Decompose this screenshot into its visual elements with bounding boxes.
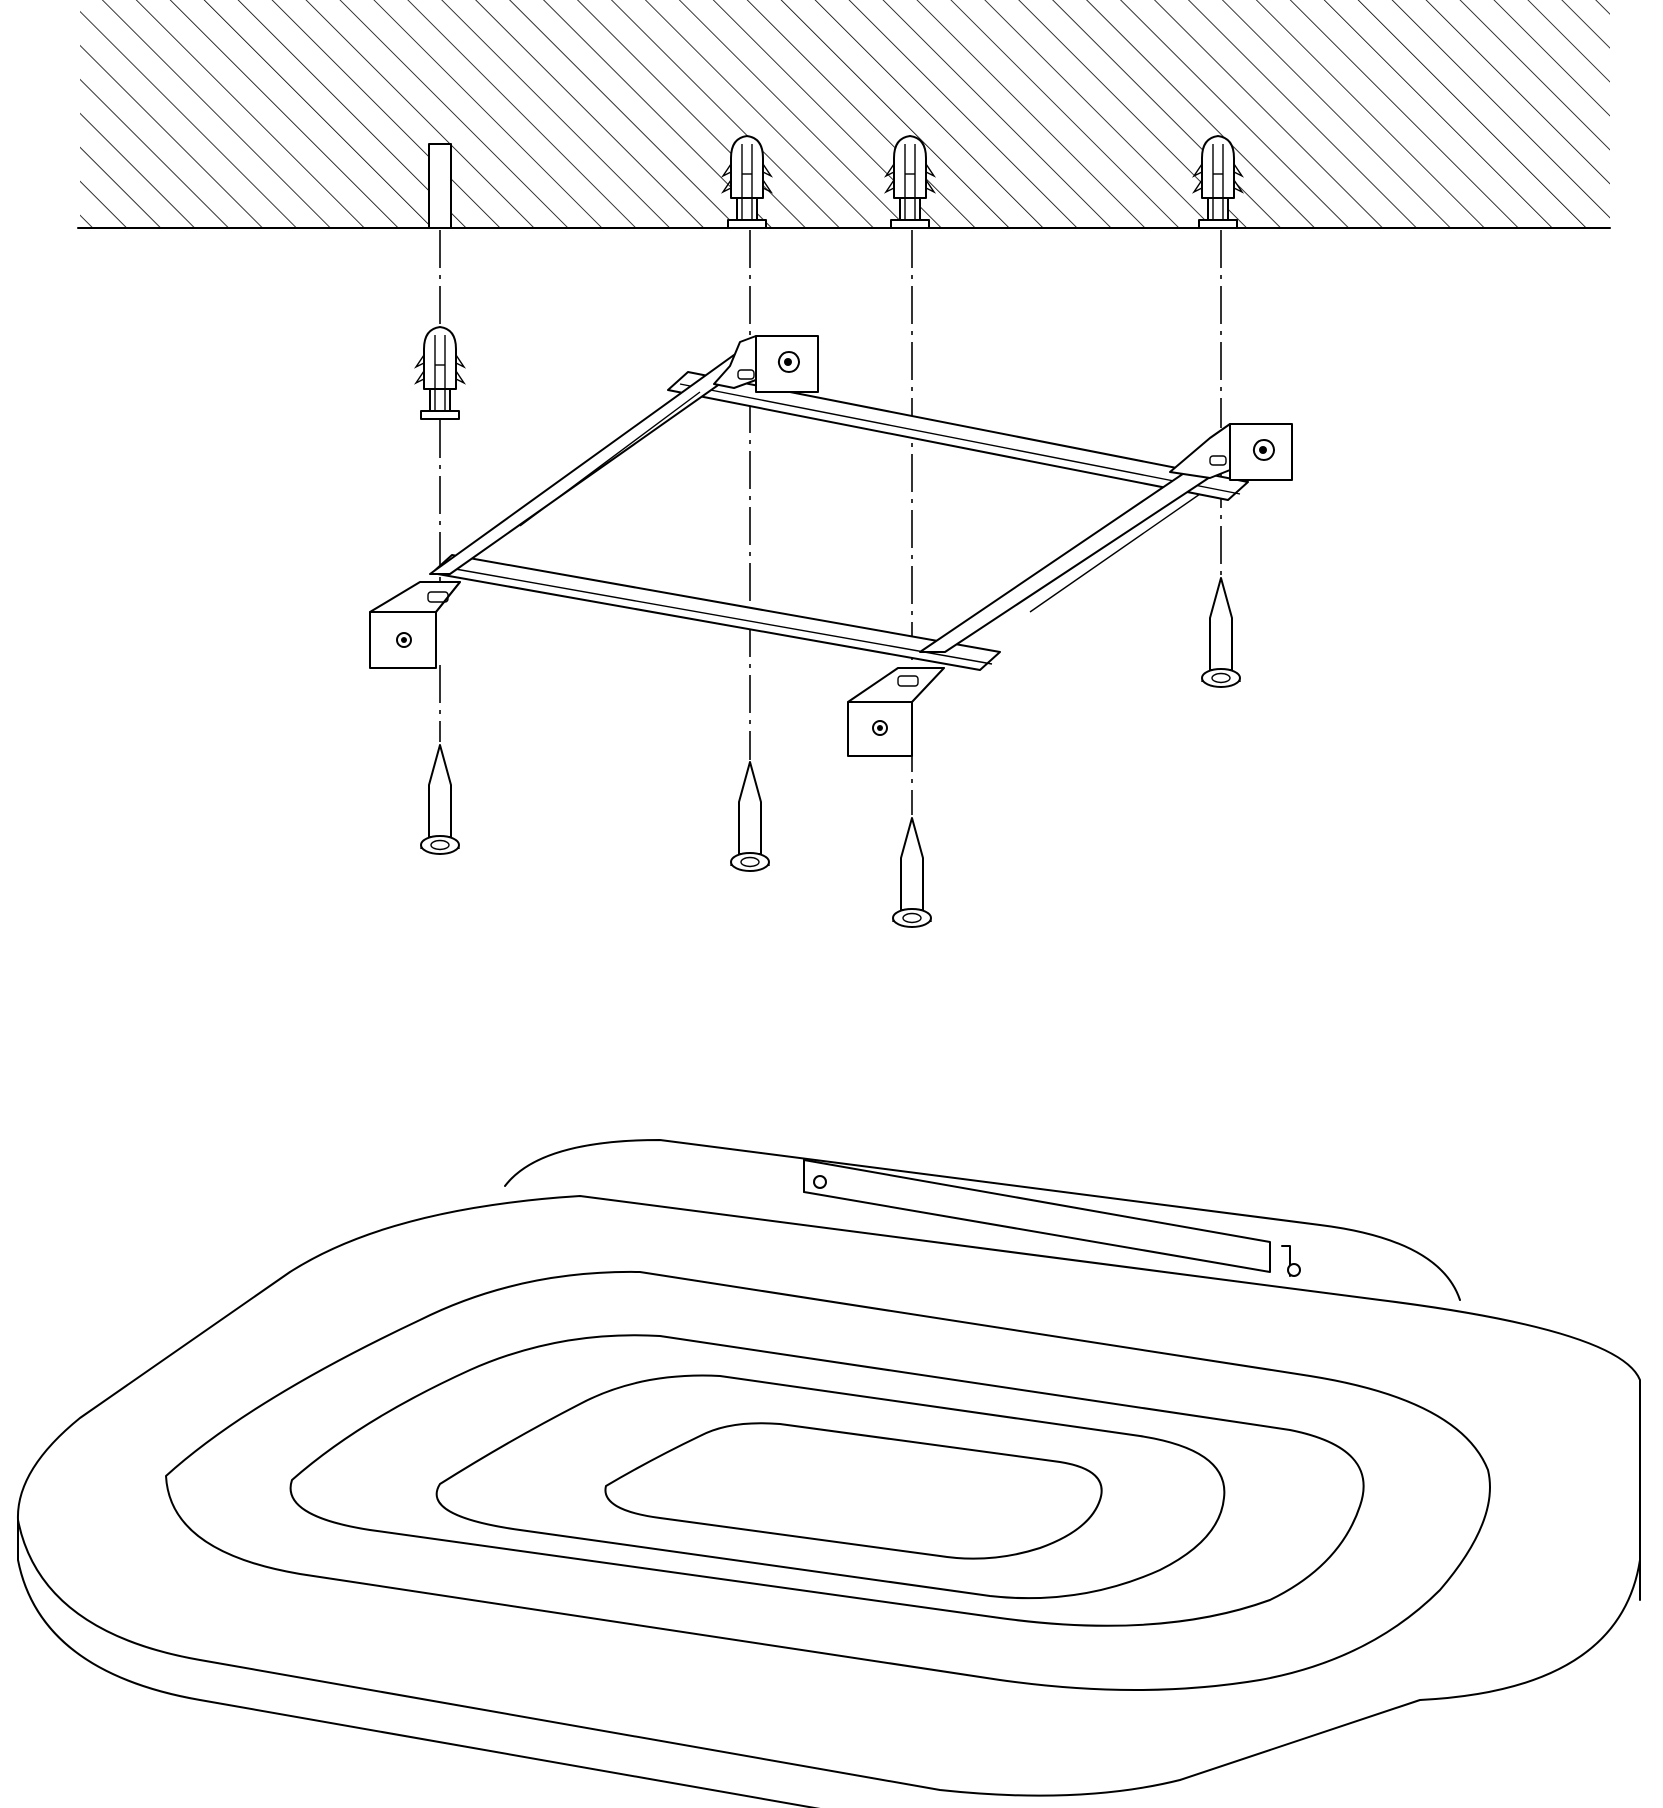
mounting-pin <box>428 143 452 229</box>
screw <box>892 817 932 928</box>
bracket-tab <box>847 667 945 757</box>
mounting-bracket <box>369 335 1293 757</box>
ceiling <box>77 0 1611 229</box>
screw <box>730 761 770 872</box>
bracket-tab <box>713 335 819 393</box>
loose-wall-plug <box>415 326 465 420</box>
screw <box>1201 577 1241 688</box>
bracket-tab <box>1169 423 1293 481</box>
screw <box>420 744 460 855</box>
ceiling-lamp <box>16 1139 1641 1808</box>
alignment-lines <box>439 230 1222 815</box>
bracket-tab <box>369 581 461 669</box>
